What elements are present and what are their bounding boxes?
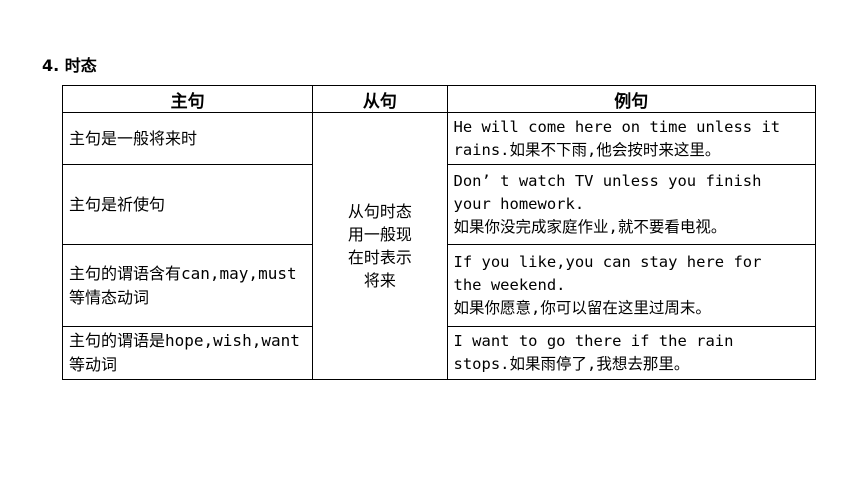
subordinate-clause-cell: 从句时态用一般现在时表示将来 (312, 112, 448, 380)
example-cell: Don’ t watch TV unless you finish your h… (446, 164, 816, 245)
header-main-clause: 主句 (61, 85, 314, 113)
header-example: 例句 (446, 85, 816, 113)
example-line: If you like,you can stay here for (453, 253, 762, 271)
main-clause-cell: 主句是祈使句 (61, 164, 314, 245)
table-row: 主句的谓语是hope,wish,want等动词 I want to go the… (61, 326, 816, 380)
table-row: 主句是祈使句 Don’ t watch TV unless you finish… (61, 164, 816, 245)
table-row: 主句的谓语含有can,may,must等情态动词 If you like,you… (61, 244, 816, 327)
example-cell: He will come here on time unless it rain… (446, 112, 816, 165)
example-line: 如果你愿意,你可以留在这里过周末。 (453, 299, 711, 317)
example-line: Don’ t watch TV unless you finish (453, 172, 762, 190)
example-line: the weekend. (453, 276, 566, 294)
example-line: rains.如果不下雨,他会按时来这里。 (453, 140, 721, 159)
example-line: I want to go there if the rain (453, 332, 734, 350)
section-title: 4. 时态 (42, 56, 97, 75)
main-clause-cell: 主句的谓语含有can,may,must等情态动词 (61, 244, 314, 327)
example-line: your homework. (453, 195, 585, 213)
main-clause-cell: 主句的谓语是hope,wish,want等动词 (61, 326, 314, 380)
table-row: 主句是一般将来时 从句时态用一般现在时表示将来 He will come her… (61, 112, 816, 380)
example-line: He will come here on time unless it (453, 117, 781, 136)
example-line: 如果你没完成家庭作业,就不要看电视。 (453, 218, 727, 236)
tense-table: 主句 从句 例句 主句是一般将来时 从句时态用一般现在时表示将来 He will… (61, 85, 816, 380)
header-subordinate-clause: 从句 (312, 85, 448, 113)
header-row: 主句 从句 例句 (61, 85, 816, 113)
example-cell: I want to go there if the rain stops.如果雨… (446, 326, 816, 380)
main-clause-cell: 主句是一般将来时 (61, 112, 314, 165)
example-line: stops.如果雨停了,我想去那里。 (453, 355, 690, 373)
example-cell: If you like,you can stay here for the we… (446, 244, 816, 327)
